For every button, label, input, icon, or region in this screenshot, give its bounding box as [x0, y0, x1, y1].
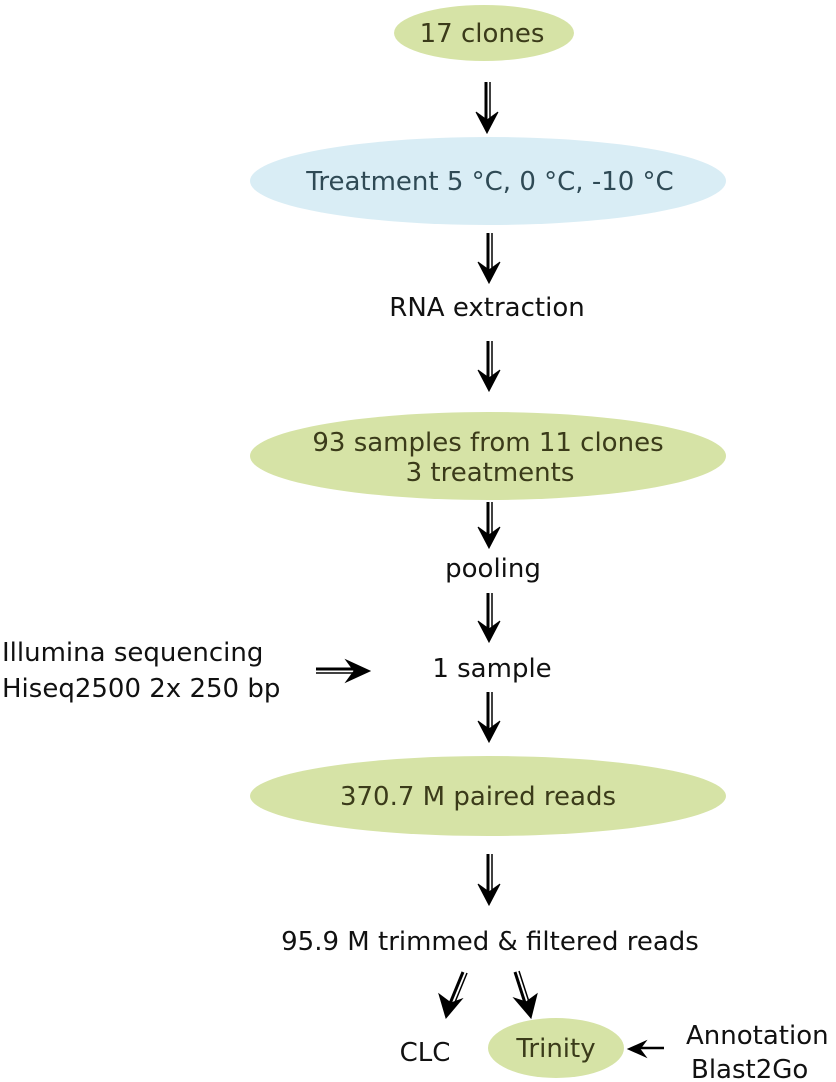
arrow-treatment-rna	[477, 233, 501, 285]
node-paired-shape	[250, 756, 726, 836]
node-one-sample-text: 1 sample	[432, 654, 551, 684]
node-illumina-text-1: Illumina sequencing	[2, 638, 263, 668]
node-treatment-shape	[250, 137, 726, 225]
node-samples-shape	[250, 412, 726, 500]
node-annotation-text-1: Annotation	[686, 1021, 829, 1051]
node-trinity-text: Trinity	[515, 1034, 595, 1064]
arrow-illumina-sample	[316, 658, 372, 684]
arrow-clones-treatment	[475, 82, 499, 135]
arrows	[316, 82, 664, 1059]
arrow-rna-samples	[477, 341, 501, 393]
node-pooling-text: pooling	[445, 554, 541, 584]
node-samples-text-2: 3 treatments	[406, 458, 575, 488]
arrow-samples-pooling	[477, 502, 501, 550]
arrow-annotation-trinity	[626, 1039, 664, 1059]
node-paired-text: 370.7 M paired reads	[340, 782, 616, 812]
arrow-trimmed-clc	[438, 971, 468, 1020]
arrow-sample-paired	[477, 692, 501, 744]
node-annotation-text-2: Blast2Go	[691, 1055, 808, 1082]
node-samples-text-1: 93 samples from 11 clones	[312, 428, 663, 458]
node-treatment-text: Treatment 5 °C, 0 °C, -10 °C	[305, 167, 673, 197]
arrow-pooling-sample	[477, 593, 501, 644]
arrow-paired-trimmed	[477, 854, 501, 907]
arrow-trimmed-trinity	[512, 970, 538, 1020]
node-illumina-text-2: Hiseq2500 2x 250 bp	[2, 674, 280, 704]
node-trimmed-text: 95.9 M trimmed & filtered reads	[281, 927, 699, 957]
node-clones-text: 17 clones	[420, 19, 545, 49]
node-rna-text: RNA extraction	[389, 293, 584, 323]
node-clc-text: CLC	[400, 1038, 451, 1068]
node-clones-shape	[394, 5, 574, 61]
node-trinity-shape	[488, 1018, 624, 1078]
